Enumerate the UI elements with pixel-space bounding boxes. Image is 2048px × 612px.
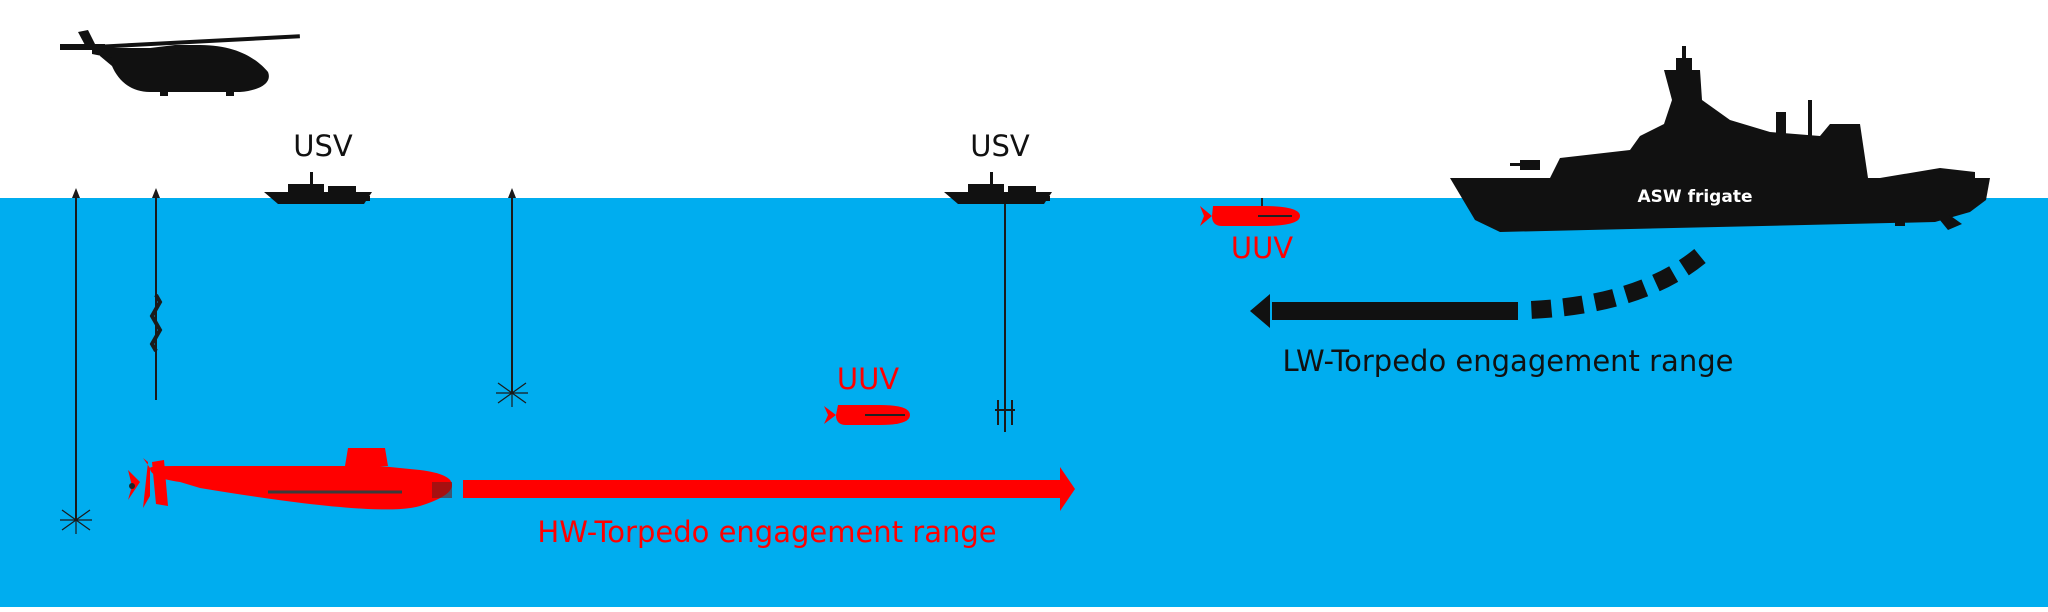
hw-torpedo-label: HW-Torpedo engagement range (537, 515, 996, 549)
sea (0, 198, 2048, 607)
frigate-label: ASW frigate (1638, 187, 1753, 207)
sonobuoy-icon (995, 198, 1015, 432)
usv-label: USV (293, 129, 353, 163)
submarine-icon (128, 448, 452, 510)
uuv-label: UUV (837, 362, 899, 396)
helicopter-icon (60, 30, 300, 96)
uuv-icon (1200, 198, 1300, 226)
hw-torpedo-arrow (463, 467, 1075, 511)
sonobuoy-icon (496, 188, 528, 407)
usv-boat-icon (944, 172, 1052, 204)
usv-label: USV (970, 129, 1030, 163)
uuv-icon (824, 405, 910, 425)
sonobuoy-icon (149, 188, 163, 400)
lw-torpedo-label: LW-Torpedo engagement range (1283, 344, 1734, 378)
frigate-icon (1450, 46, 1990, 232)
usv-boat-icon (264, 172, 372, 204)
uuv-label: UUV (1231, 231, 1293, 265)
lw-torpedo-arrow (1250, 248, 1706, 328)
sonobuoy-icon (60, 188, 92, 534)
